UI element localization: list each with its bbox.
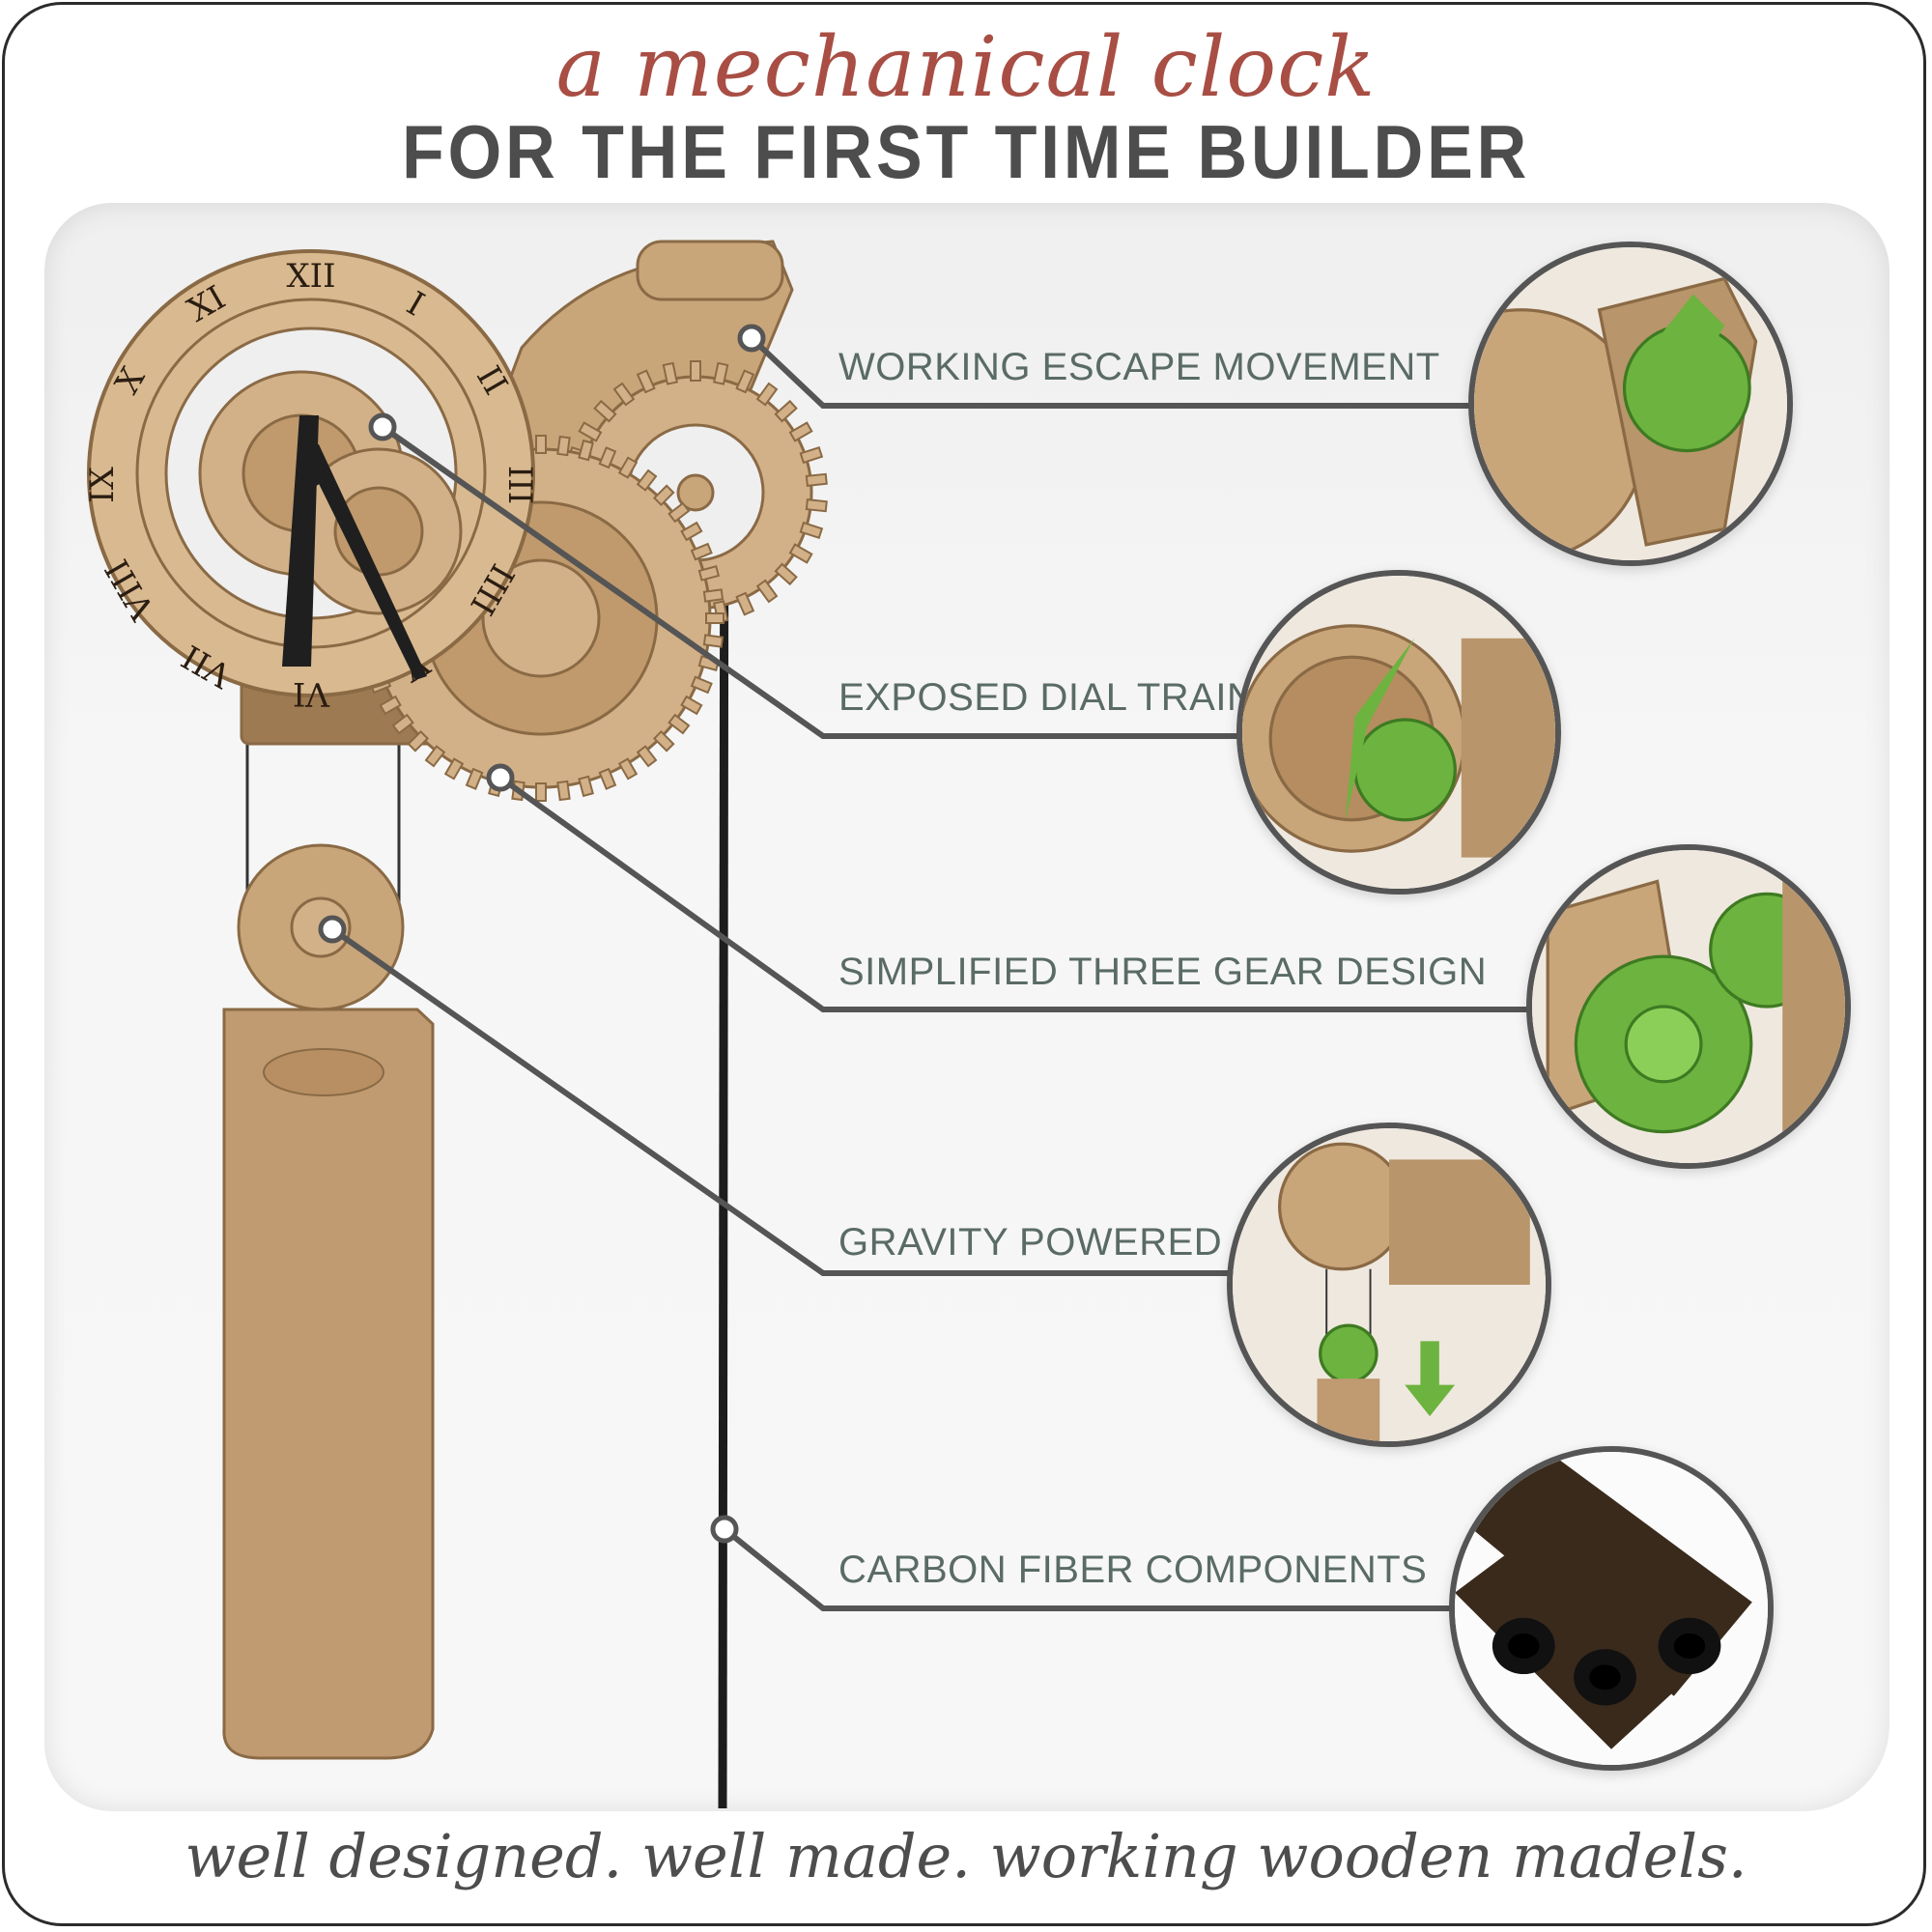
gear-tooth — [407, 729, 430, 753]
gear-tooth — [465, 767, 484, 790]
gear-tooth — [690, 542, 713, 561]
gear-tooth — [705, 612, 724, 624]
gear-tooth — [680, 695, 703, 716]
minute-hand — [299, 444, 427, 680]
dial-numeral: IX — [83, 466, 122, 502]
gear-tooth — [680, 521, 703, 542]
gear-tooth — [593, 399, 617, 423]
gear-tooth — [755, 382, 779, 407]
gear-tooth — [578, 439, 594, 462]
gear-tooth — [535, 435, 547, 454]
clock-dial: XIIIIIIIIIIIIVVIVIIVIIIIXXXI — [83, 249, 539, 713]
gear-tooth — [617, 757, 639, 781]
gear-tooth — [636, 369, 656, 394]
feature-label-carbon-fiber: CARBON FIBER COMPONENTS — [838, 1548, 1428, 1591]
gear-tooth — [702, 634, 724, 648]
feature-label-three-gear: SIMPLIFIED THREE GEAR DESIGN — [838, 951, 1488, 993]
gear-tooth — [799, 445, 824, 465]
gear-tooth — [443, 757, 465, 781]
gear-tooth — [391, 713, 414, 735]
gear-tooth — [690, 360, 701, 382]
gear-tooth — [578, 775, 594, 798]
gear-tooth — [652, 484, 675, 507]
dial-numeral: VI — [293, 674, 330, 713]
gear-tooth — [652, 729, 675, 753]
main-title: FOR THE FIRST TIME BUILDER — [401, 109, 1531, 194]
script-title: a mechanical clock — [555, 19, 1377, 116]
gear-tooth — [702, 588, 724, 603]
feature-label-gravity: GRAVITY POWERED — [838, 1221, 1223, 1264]
footer-tagline: well designed. well made. working wooden… — [185, 1821, 1747, 1891]
gear-tooth — [556, 780, 571, 802]
gear-tooth — [598, 767, 617, 790]
gear-tooth — [636, 469, 658, 492]
gear-tooth — [662, 361, 678, 385]
callout-dots — [318, 324, 766, 1544]
gear-tooth — [556, 435, 571, 457]
gear-tooth — [617, 456, 639, 479]
dial-numeral: III — [500, 466, 539, 504]
gear-tooth — [735, 591, 755, 616]
gear-tooth — [535, 782, 547, 802]
dial-train-detail-image — [1236, 570, 1561, 895]
gear-tooth — [612, 382, 636, 407]
callout-lines — [330, 335, 1534, 1611]
gear-tooth — [713, 361, 729, 385]
gear-tooth — [668, 501, 691, 524]
gear-tooth — [788, 543, 813, 564]
gear-tooth — [799, 521, 824, 540]
feature-label-escape-movement: WORKING ESCAPE MOVEMENT — [838, 346, 1440, 388]
gear-tooth — [668, 713, 691, 735]
carbon-fiber-tubes-image — [1449, 1446, 1774, 1771]
gear-tooth — [578, 421, 603, 442]
gravity-weight-detail-image — [1227, 1122, 1551, 1447]
gear-tooth — [788, 421, 813, 442]
gear-tooth — [697, 565, 721, 582]
gear-tooth — [774, 562, 798, 586]
dial-numeral: XII — [286, 257, 335, 296]
feature-label-dial-train: EXPOSED DIAL TRAIN — [838, 676, 1256, 719]
gear-tooth — [805, 472, 828, 487]
gear-tooth — [735, 369, 755, 394]
gear-tooth — [805, 498, 828, 513]
three-gear-detail-image — [1526, 844, 1851, 1169]
gear-tooth — [379, 695, 402, 716]
gear-tooth — [690, 675, 713, 695]
gear-tooth — [755, 579, 779, 604]
gear-tooth — [598, 446, 617, 469]
gear-tooth — [774, 399, 798, 423]
pulley-weight — [222, 843, 435, 1760]
gear-tooth — [424, 745, 446, 768]
escape-movement-detail-image — [1468, 242, 1793, 566]
gear-tooth — [636, 745, 658, 768]
